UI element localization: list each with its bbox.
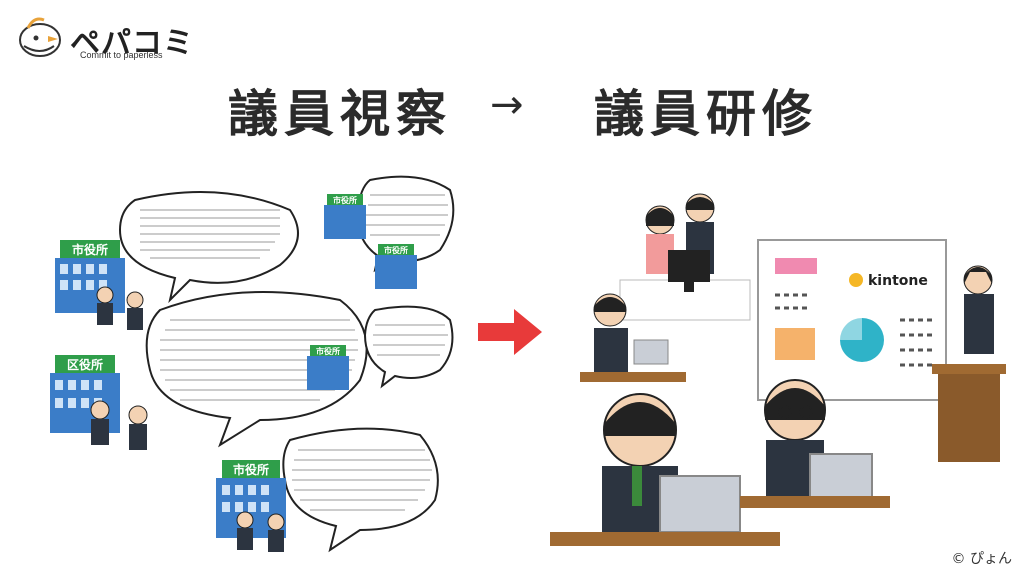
presentation-board: kintone xyxy=(757,239,947,401)
participants-pair xyxy=(619,193,751,321)
title-arrow: → xyxy=(490,82,524,128)
city-hall-sign-3: 市役所 xyxy=(333,195,357,205)
city-hall-sign-4: 市役所 xyxy=(384,245,408,255)
transition-arrow-icon xyxy=(478,309,542,355)
city-hall-sign-5: 市役所 xyxy=(316,346,340,356)
bird-mascot-icon xyxy=(19,17,61,57)
title-left: 議員視察 xyxy=(228,85,452,143)
online-training-illustration: kintone xyxy=(550,193,1006,546)
speech-bubble-4 xyxy=(363,305,454,389)
logo xyxy=(14,10,174,66)
city-hall-sign: 市役所 xyxy=(72,242,108,257)
illustration-credit: © ぴょん xyxy=(951,551,1012,567)
presenter xyxy=(932,265,1006,462)
participant-laptop-1 xyxy=(580,293,686,382)
people-figures xyxy=(90,286,285,552)
logo-tagline: Commit to paperless xyxy=(80,50,163,60)
ward-office-building: 区役所 xyxy=(50,355,120,433)
inspection-illustration: 市役所 区役所 市役所 市役所 市役所 市役所 xyxy=(50,175,455,553)
city-hall-building-5: 市役所 xyxy=(307,345,349,390)
logo-name: ペパコミ xyxy=(70,26,194,61)
title-right: 議員研修 xyxy=(594,85,818,143)
participant-laptop-2 xyxy=(550,393,780,546)
speech-bubble-1 xyxy=(118,191,299,304)
city-hall-building-1: 市役所 xyxy=(55,240,125,313)
city-hall-building-3: 市役所 xyxy=(324,194,366,239)
speech-bubble-2 xyxy=(145,291,368,448)
ward-office-sign: 区役所 xyxy=(67,357,103,372)
kintone-label: kintone xyxy=(868,273,928,289)
speech-bubble-5 xyxy=(282,427,439,553)
city-hall-building-4: 市役所 xyxy=(375,244,417,289)
city-hall-sign-2: 市役所 xyxy=(233,462,269,477)
participant-laptop-3 xyxy=(740,379,890,508)
